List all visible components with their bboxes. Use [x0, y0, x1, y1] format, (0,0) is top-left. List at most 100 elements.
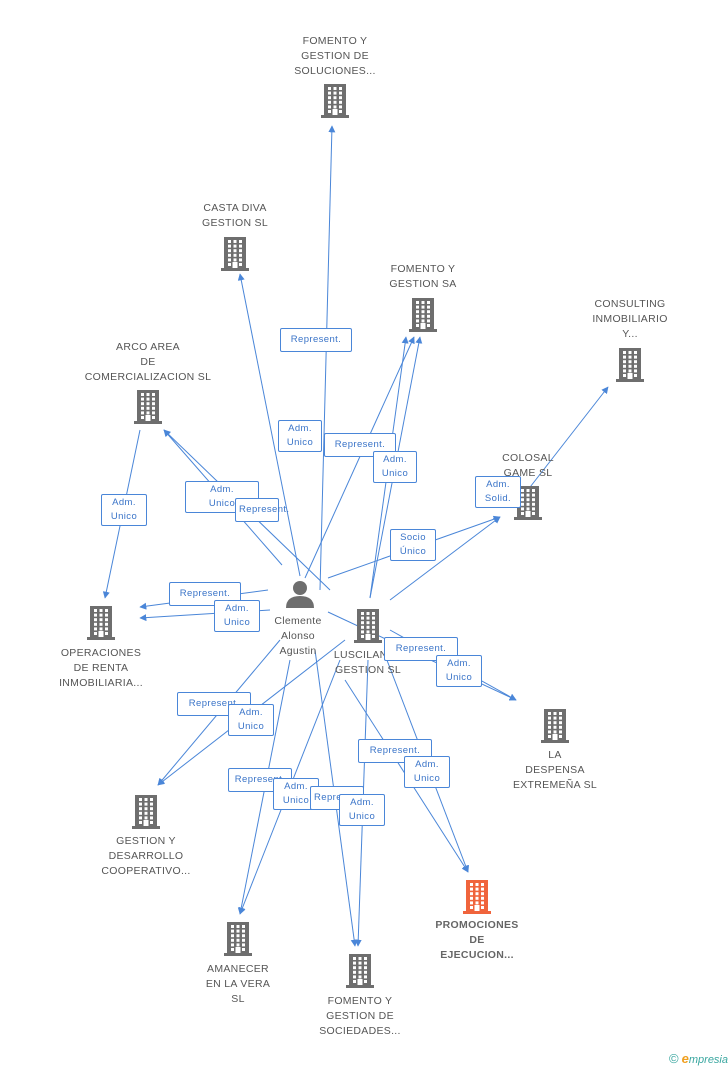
- edge-label-10-line-0: Adm.: [225, 603, 249, 614]
- fomento-sa-label-line-0: FOMENTO Y: [390, 263, 456, 275]
- edge-label-8-line-0: Adm.: [486, 479, 510, 490]
- fomento-soluciones-label-line-1: GESTION DE: [301, 50, 369, 62]
- edge-label-20[interactable]: Adm.Unico: [339, 794, 385, 826]
- consulting-label-line-1: INMOBILIARIO: [592, 313, 668, 325]
- edge-label-15-line-0: Represent.: [369, 745, 421, 756]
- fomento-sa-label[interactable]: FOMENTO Y GESTION SA: [353, 262, 493, 292]
- edge-label-3-line-1: Unico: [381, 468, 409, 479]
- amanecer-label-line-1: EN LA VERA: [205, 978, 271, 990]
- arco-area-building-icon[interactable]: [134, 390, 162, 424]
- consulting-label[interactable]: CONSULTING INMOBILIARIO Y...: [560, 297, 700, 342]
- icons-layer: [87, 84, 644, 988]
- footer-brand: © empresia: [669, 1051, 728, 1066]
- edge-label-18-line-0: Adm.: [284, 781, 308, 792]
- fomento-sociedades-label[interactable]: FOMENTO Y GESTION DE SOCIEDADES...: [290, 994, 430, 1039]
- edge-0: [319, 125, 336, 591]
- fomento-sa-building-icon[interactable]: [409, 298, 437, 332]
- operaciones-building-icon[interactable]: [87, 606, 115, 640]
- luscilanea-label-line-1: GESTION SL: [334, 664, 401, 676]
- amanecer-building-icon[interactable]: [224, 922, 252, 956]
- edge-label-5[interactable]: Represent.: [235, 498, 289, 522]
- edge-label-3-line-0: Adm.: [383, 454, 407, 465]
- edge-label-12[interactable]: Adm. Unico: [436, 655, 482, 687]
- operaciones-label-line-0: OPERACIONES: [60, 647, 142, 659]
- la-despensa-label-line-2: EXTREMEÑA SL: [512, 779, 598, 791]
- fomento-soluciones-label-line-0: FOMENTO Y: [302, 35, 368, 47]
- fomento-sociedades-label-line-0: FOMENTO Y: [327, 995, 393, 1007]
- gestion-desarrollo-label-line-2: COOPERATIVO...: [101, 865, 191, 877]
- edge-label-1-line-1: Unico: [286, 437, 314, 448]
- edge-label-17-line-0: Represent.: [234, 774, 286, 785]
- edge-label-14-line-1: Unico: [237, 721, 265, 732]
- edge-label-20-line-0: Adm.: [350, 797, 374, 808]
- edge-label-10[interactable]: Adm. Unico: [214, 600, 260, 632]
- fomento-sociedades-label-line-1: GESTION DE: [326, 1010, 394, 1022]
- gestion-desarrollo-building-icon[interactable]: [132, 795, 160, 829]
- edge-label-12-line-1: Unico: [445, 672, 473, 683]
- edge-label-16-line-0: Adm.: [415, 759, 439, 770]
- edge-label-16[interactable]: Adm. Unico: [404, 756, 450, 788]
- luscilanea-building-icon[interactable]: [354, 609, 382, 643]
- edge-label-8-line-1: Solid.: [484, 493, 512, 504]
- gestion-desarrollo-label[interactable]: GESTION Y DESARROLLO COOPERATIVO...: [76, 834, 216, 879]
- fomento-sa-label-line-1: GESTION SA: [389, 278, 457, 290]
- la-despensa-label-line-0: LA: [548, 749, 562, 761]
- edge-label-6-line-1: Unico: [110, 511, 138, 522]
- edge-label-4[interactable]: Adm.Unico: [185, 481, 259, 513]
- la-despensa-building-icon[interactable]: [541, 709, 569, 743]
- gestion-desarrollo-label-line-1: DESARROLLO: [108, 850, 184, 862]
- colosal-label-line-0: COLOSAL: [502, 452, 554, 464]
- casta-diva-building-icon[interactable]: [221, 237, 249, 271]
- edge-label-2-line-0: Represent.: [334, 439, 386, 450]
- arco-area-label-line-2: COMERCIALIZACION SL: [84, 371, 212, 383]
- edge-label-14[interactable]: Adm. Unico: [228, 704, 274, 736]
- edge-label-7-line-0: Socio: [400, 532, 426, 543]
- consulting-label-line-0: CONSULTING: [594, 298, 666, 310]
- colosal-building-icon[interactable]: [514, 486, 542, 520]
- fomento-soluciones-building-icon[interactable]: [321, 84, 349, 118]
- edge-2: [304, 336, 415, 579]
- casta-diva-label-line-0: CASTA DIVA: [203, 202, 267, 214]
- edge-label-10-line-1: Unico: [223, 617, 251, 628]
- edge-9: [389, 516, 501, 601]
- promociones-building-icon[interactable]: [463, 880, 491, 914]
- consulting-label-line-2: Y...: [622, 328, 638, 340]
- brand-initial: e: [681, 1051, 689, 1066]
- edge-label-0-line-0: Represent.: [290, 334, 342, 345]
- fomento-sociedades-label-line-2: SOCIEDADES...: [319, 1025, 401, 1037]
- fomento-soluciones-label[interactable]: FOMENTO Y GESTION DE SOLUCIONES...: [265, 34, 405, 79]
- casta-diva-label-line-1: GESTION SL: [201, 217, 268, 229]
- edge-label-18[interactable]: Adm.Unico: [273, 778, 319, 810]
- edge-label-12-line-0: Adm.: [447, 658, 471, 669]
- edge-label-3[interactable]: Adm. Unico: [373, 451, 417, 483]
- arco-area-label-line-0: ARCO AREA: [116, 341, 180, 353]
- edge-label-1[interactable]: Adm.Unico: [278, 420, 322, 452]
- casta-diva-label[interactable]: CASTA DIVA GESTION SL: [165, 201, 305, 231]
- edge-label-6[interactable]: Adm. Unico: [101, 494, 147, 526]
- edge-label-14-line-0: Adm.: [239, 707, 263, 718]
- person-label-line-0: Clemente: [274, 615, 322, 627]
- edge-label-8[interactable]: Adm. Solid.: [475, 476, 521, 508]
- operaciones-label-line-1: DE RENTA: [73, 662, 129, 674]
- fomento-sociedades-building-icon[interactable]: [346, 954, 374, 988]
- copyright-symbol: ©: [668, 1051, 679, 1066]
- gestion-desarrollo-label-line-0: GESTION Y: [116, 835, 176, 847]
- edge-label-16-line-1: Unico: [413, 773, 441, 784]
- consulting-building-icon[interactable]: [616, 348, 644, 382]
- edge-label-6-line-0: Adm.: [112, 497, 136, 508]
- amanecer-label-line-0: AMANECER: [207, 963, 269, 975]
- promociones-label-line-2: EJECUCION...: [440, 949, 514, 961]
- fomento-soluciones-label-line-2: SOLUCIONES...: [294, 65, 376, 77]
- edge-label-9-line-0: Represent.: [179, 588, 231, 599]
- edge-label-0[interactable]: Represent.: [280, 328, 352, 352]
- person-icon[interactable]: [286, 581, 314, 608]
